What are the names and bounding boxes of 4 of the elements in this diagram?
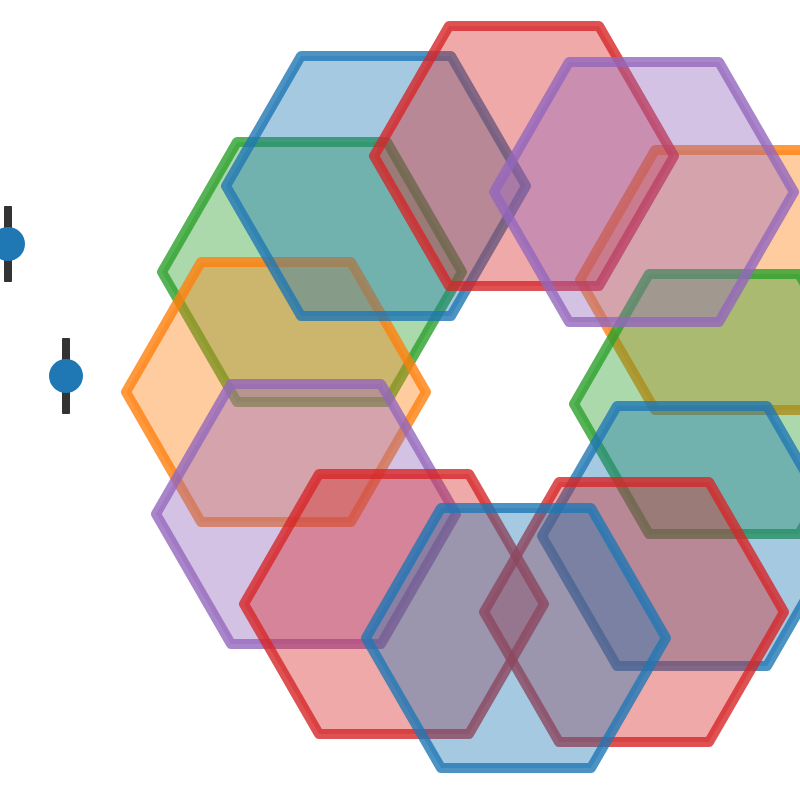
- dot-marker: [48, 338, 84, 414]
- dot-marker: [0, 206, 26, 282]
- hexagon: [360, 502, 672, 774]
- hexagon: [488, 56, 800, 328]
